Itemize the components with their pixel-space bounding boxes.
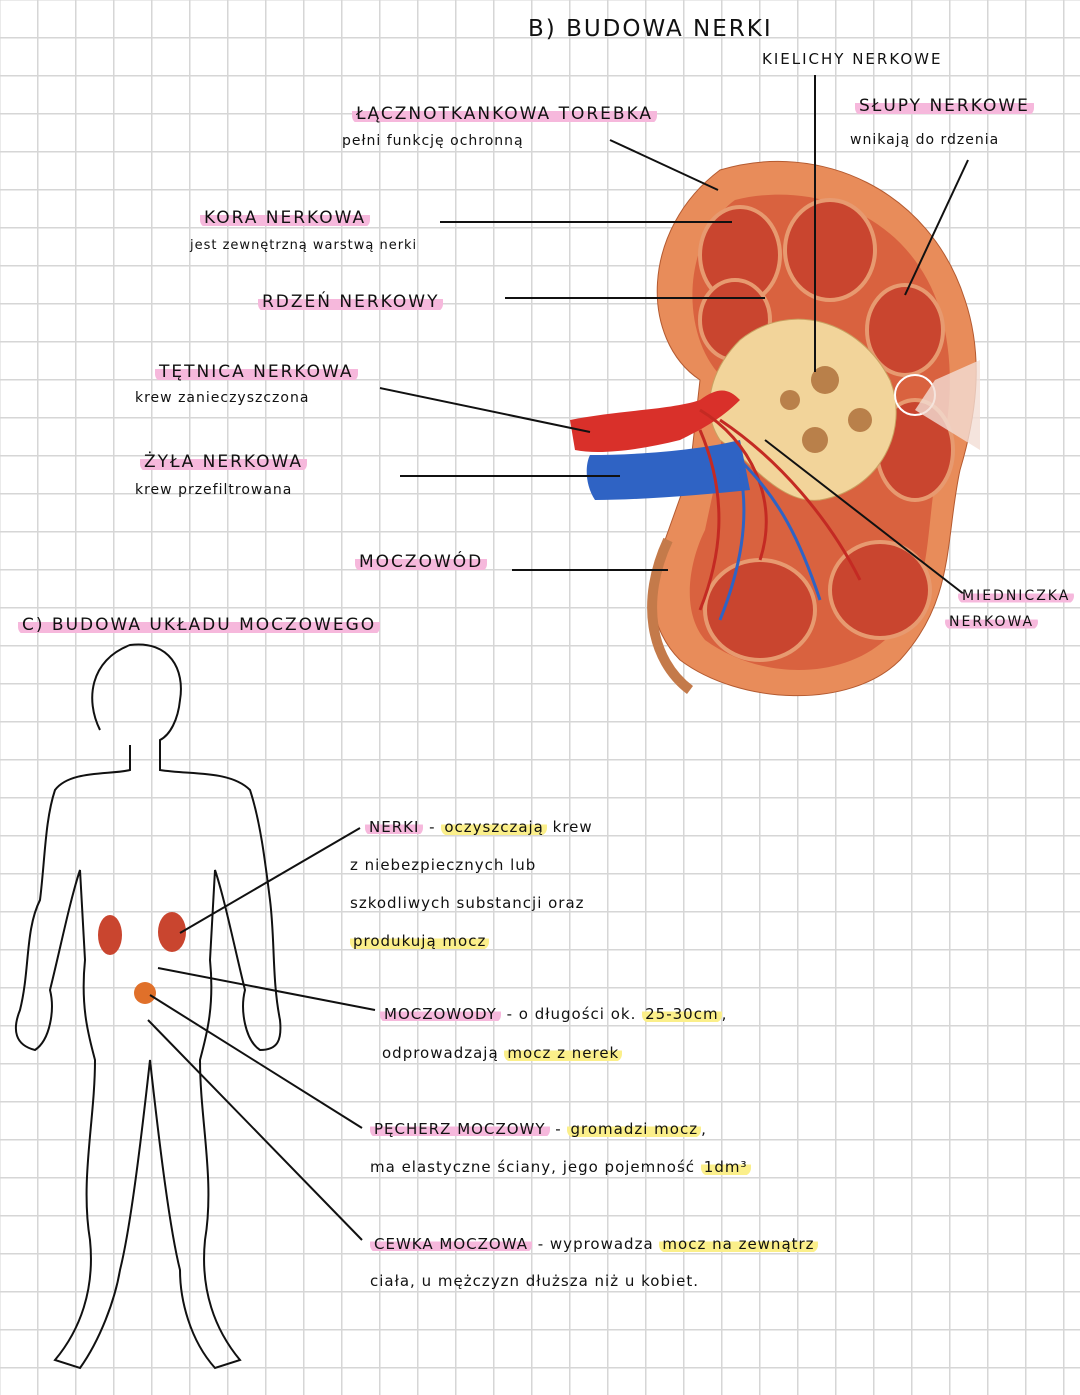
label-miedniczka-1: MIEDNICZKA	[958, 588, 1075, 604]
section-c-title: c) BUDOWA UKŁADU MOCZOWEGO	[18, 615, 381, 635]
label-miedniczka-2: NERKOWA	[945, 614, 1039, 630]
nerki-line-2: z niebezpiecznych lub	[350, 856, 537, 874]
label-tetnica: TĘTNICA NERKOWA	[155, 362, 358, 382]
cewka-line-2: ciała, u mężczyzn dłuższa niż u kobiet.	[370, 1272, 700, 1290]
ureter	[647, 537, 694, 694]
label-kora: KORA NERKOWA	[200, 208, 371, 228]
label-rdzen: RDZEŃ NERKOWY	[258, 292, 444, 312]
label-kora-desc: jest zewnętrzną warstwą nerki	[190, 238, 418, 253]
pecherz-line-1: PĘCHERZ MOCZOWY - gromadzi mocz,	[370, 1120, 707, 1138]
label-slupy: SŁUPY NERKOWE	[855, 96, 1034, 116]
term-pecherz: PĘCHERZ MOCZOWY	[370, 1120, 550, 1138]
leader-lines	[379, 75, 969, 596]
section-b-title: b) BUDOWA NERKI	[528, 16, 773, 42]
human-figure	[14, 643, 282, 1370]
label-moczowod: MOCZOWÓD	[355, 552, 488, 572]
nerki-line-4: produkują mocz	[350, 932, 490, 950]
term-nerki: NERKI	[365, 818, 424, 836]
label-zyla: ŻYŁA NERKOWA	[140, 452, 307, 472]
pecherz-line-2: ma elastyczne ściany, jego pojemność 1dm…	[370, 1158, 751, 1176]
renal-pelvis	[709, 318, 897, 501]
label-zyla-desc: krew przefiltrowana	[135, 482, 293, 498]
term-cewka: CEWKA MOCZOWA	[370, 1235, 532, 1253]
cewka-line-1: CEWKA MOCZOWA - wyprowadza mocz na zewną…	[370, 1235, 818, 1253]
body-bladder	[134, 982, 156, 1004]
label-tetnica-desc: krew zanieczyszczona	[135, 390, 310, 406]
body-kidneys	[98, 912, 186, 955]
term-moczowody: MOCZOWODY	[380, 1005, 501, 1023]
moczowody-line-2: odprowadzają mocz z nerek	[382, 1044, 623, 1062]
label-torebka: ŁĄCZNOTKANKOWA TOREBKA	[352, 104, 658, 124]
renal-artery	[570, 390, 740, 452]
nerki-line-1: NERKI - oczyszczają krew	[365, 818, 593, 836]
label-torebka-desc: pełni funkcję ochronną	[342, 133, 524, 149]
nerki-line-3: szkodliwych substancji oraz	[350, 894, 585, 912]
moczowody-line-1: MOCZOWODY - o długości ok. 25-30cm,	[380, 1005, 727, 1023]
label-slupy-desc: wnikają do rdzenia	[850, 132, 1000, 148]
label-kielichy: KIELICHY NERKOWE	[762, 50, 943, 68]
